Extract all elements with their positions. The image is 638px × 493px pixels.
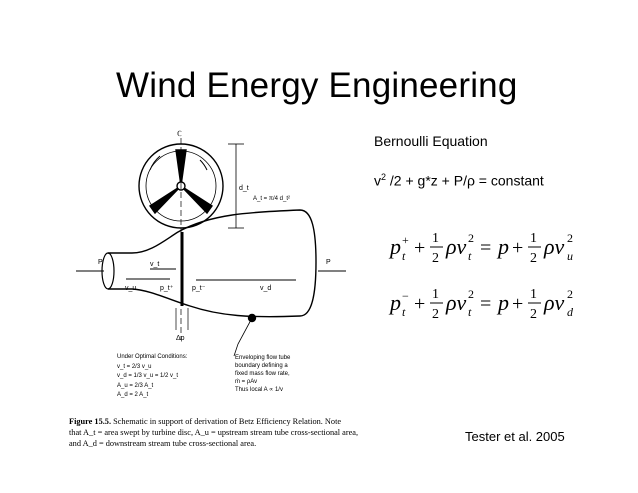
svg-text:ρν: ρν xyxy=(543,290,565,315)
svg-text:+: + xyxy=(414,237,425,259)
svg-text:ρν: ρν xyxy=(543,234,565,259)
formula-upstream: p + t + 1 2 ρν 2 t = p + 1 2 ρν 2 u xyxy=(388,231,573,266)
svg-text:2: 2 xyxy=(468,231,474,245)
svg-text:t: t xyxy=(468,305,472,319)
svg-text:=: = xyxy=(480,237,491,259)
svg-text:u: u xyxy=(567,249,573,263)
svg-text:p: p xyxy=(388,290,401,315)
p-left-label: P xyxy=(98,259,103,266)
bernoulli-formulas: p + t + 1 2 ρν 2 t = p + 1 2 ρν 2 u p − … xyxy=(388,231,574,322)
citation: Tester et al. 2005 xyxy=(465,429,565,444)
svg-text:2: 2 xyxy=(432,251,439,266)
svg-text:t: t xyxy=(468,249,472,263)
svg-text:t: t xyxy=(402,249,406,263)
svg-text:2: 2 xyxy=(468,287,474,301)
svg-text:ρν: ρν xyxy=(445,234,467,259)
dt-label: d_t xyxy=(239,185,249,192)
svg-text:t: t xyxy=(402,305,406,319)
vt-label: v_t xyxy=(150,261,159,268)
vd-label: v_d xyxy=(260,285,271,292)
pt-plus-label: p_t⁺ xyxy=(160,285,174,292)
svg-text:1: 1 xyxy=(530,287,537,302)
svg-text:2: 2 xyxy=(567,231,573,245)
optimal-conditions: Under Optimal Conditions: v_t = 2/3 v_u … xyxy=(117,354,188,398)
dp-label: Δp xyxy=(176,335,185,342)
svg-text:−: − xyxy=(402,289,409,303)
svg-text:p: p xyxy=(388,234,401,259)
svg-text:ρν: ρν xyxy=(445,290,467,315)
envelope-note: Enveloping flow tube boundary defining a… xyxy=(235,355,291,393)
svg-text:1: 1 xyxy=(530,231,537,246)
svg-text:+: + xyxy=(512,293,523,315)
svg-text:1: 1 xyxy=(432,287,439,302)
svg-text:+: + xyxy=(414,293,425,315)
figure-caption: Figure 15.5. Schematic in support of der… xyxy=(69,417,359,448)
pt-minus-label: p_t⁻ xyxy=(192,285,206,292)
svg-text:2: 2 xyxy=(567,287,573,301)
svg-text:d: d xyxy=(567,305,574,319)
svg-text:=: = xyxy=(480,293,491,315)
slide-title: Wind Energy Engineering xyxy=(116,66,518,105)
svg-text:2: 2 xyxy=(432,307,439,322)
svg-text:+: + xyxy=(402,233,409,247)
bernoulli-equation: v2 /2 + g*z + P/ρ = constant xyxy=(374,172,544,189)
vu-label: v_u xyxy=(125,285,136,292)
centerline-label: ℂ xyxy=(177,130,182,138)
svg-text:2: 2 xyxy=(530,307,537,322)
p-right-label: P xyxy=(326,259,331,266)
formula-downstream: p − t + 1 2 ρν 2 t = p + 1 2 ρν 2 d xyxy=(388,287,574,322)
svg-text:2: 2 xyxy=(530,251,537,266)
svg-text:p: p xyxy=(496,290,509,315)
bernoulli-heading: Bernoulli Equation xyxy=(374,133,488,149)
svg-text:+: + xyxy=(512,237,523,259)
svg-text:1: 1 xyxy=(432,231,439,246)
area-formula-label: A_t = π/4 d_t² xyxy=(253,196,290,202)
svg-text:p: p xyxy=(496,234,509,259)
